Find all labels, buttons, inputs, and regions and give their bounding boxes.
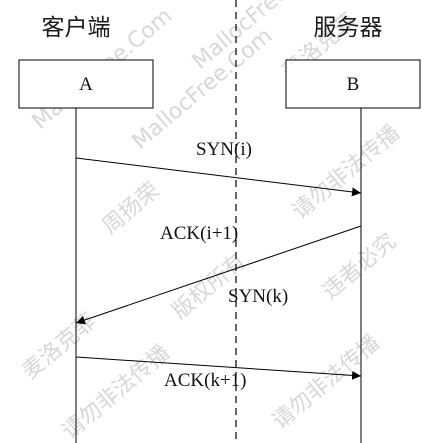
syn-i-label: SYN(i) — [196, 139, 252, 160]
ack-k-label: ACK(k+1) — [164, 370, 247, 391]
client-box-label: A — [79, 74, 93, 95]
watermark-text: 请勿非法传播 — [288, 121, 405, 225]
watermark-text: 周扬荣 — [98, 178, 165, 240]
client-title: 客户端 — [42, 15, 111, 41]
watermark-text: 请勿非法传播 — [268, 331, 385, 435]
ack-i-label: ACK(i+1) — [160, 223, 238, 244]
server-box-label: B — [347, 74, 360, 95]
client-box — [18, 59, 154, 109]
server-box — [285, 59, 421, 109]
syn-i-arrow — [75, 157, 362, 197]
server-title: 服务器 — [314, 15, 383, 41]
watermark-text: 违者必究 — [318, 229, 401, 305]
syn-k-label: SYN(k) — [228, 286, 288, 307]
ack-k-arrow — [75, 356, 362, 380]
watermark-text: 请勿非法传播 — [58, 341, 175, 443]
watermark-text: 麦洛克菲 — [18, 309, 101, 385]
ack-i-arrow — [75, 225, 362, 325]
